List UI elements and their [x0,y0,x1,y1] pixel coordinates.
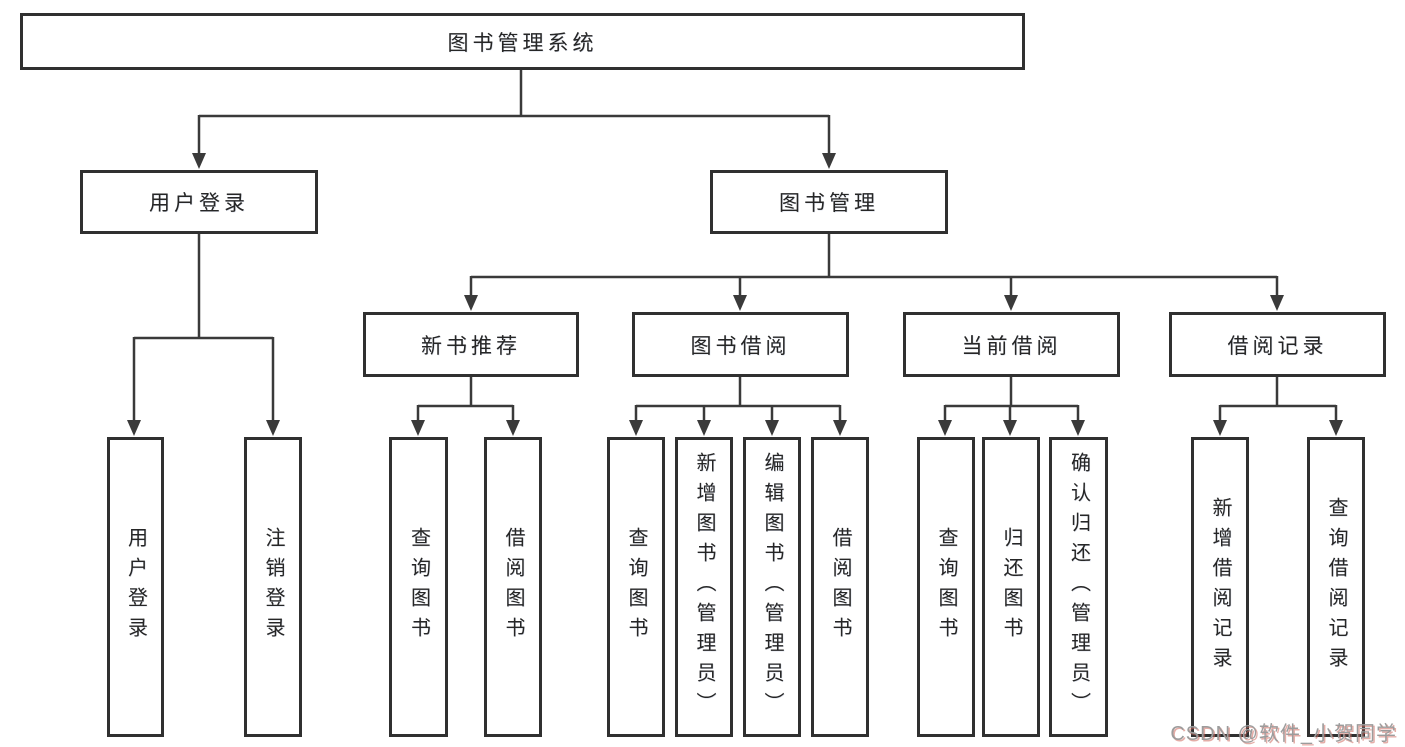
node-label: 归还图书 [1000,527,1022,647]
leaf-user-login: 用户登录 [107,437,164,737]
node-label: 新增借阅记录 [1209,497,1231,677]
arrowheads [127,153,1343,436]
leaf-return-books: 归还图书 [982,437,1040,737]
leaf-borrow-books-recommend: 借阅图书 [484,437,542,737]
node-label: 查询图书 [407,527,430,647]
node-label: 查询借阅记录 [1325,497,1347,677]
node-user-login: 用户登录 [80,170,318,234]
leaf-logout: 注销登录 [244,437,302,737]
node-book-management: 图书管理 [710,170,948,234]
leaf-edit-book-admin: 编辑图书（管理员） [743,437,801,737]
leaf-borrow-books-borrow: 借阅图书 [811,437,869,737]
node-label: 查询图书 [625,527,647,647]
node-current-borrowing: 当前借阅 [903,312,1120,377]
leaf-query-books-current: 查询图书 [917,437,975,737]
leaf-add-book-admin: 新增图书（管理员） [675,437,733,737]
node-label: 当前借阅 [961,334,1062,358]
node-label: 借阅图书 [502,527,524,647]
leaf-query-borrow-record: 查询借阅记录 [1307,437,1365,737]
node-label: 图书借阅 [690,334,791,358]
node-label: 用户登录 [124,527,147,647]
node-label: 用户登录 [149,192,249,215]
node-book-borrowing: 图书借阅 [632,312,849,377]
node-label: 编辑图书（管理员） [761,452,783,722]
node-label: 借阅记录 [1227,334,1328,358]
node-label: 注销登录 [262,527,284,647]
node-label: 图书管理 [779,192,879,215]
node-borrowing-records: 借阅记录 [1169,312,1386,377]
node-new-book-recommend: 新书推荐 [363,312,579,377]
leaf-query-books-recommend: 查询图书 [389,437,448,737]
node-label: 图书管理系统 [447,31,598,55]
node-label: 借阅图书 [829,527,851,647]
leaf-add-borrow-record: 新增借阅记录 [1191,437,1249,737]
node-label: 确认归还（管理员） [1067,452,1090,722]
node-label: 新增图书（管理员） [693,452,715,722]
node-label: 查询图书 [935,527,957,647]
leaf-query-books-borrow: 查询图书 [607,437,665,737]
csdn-watermark: CSDN @软件_小贺同学 [1170,723,1397,745]
node-label: 新书推荐 [421,334,521,358]
leaf-confirm-return-admin: 确认归还（管理员） [1049,437,1108,737]
node-library-management-system: 图书管理系统 [20,13,1025,70]
